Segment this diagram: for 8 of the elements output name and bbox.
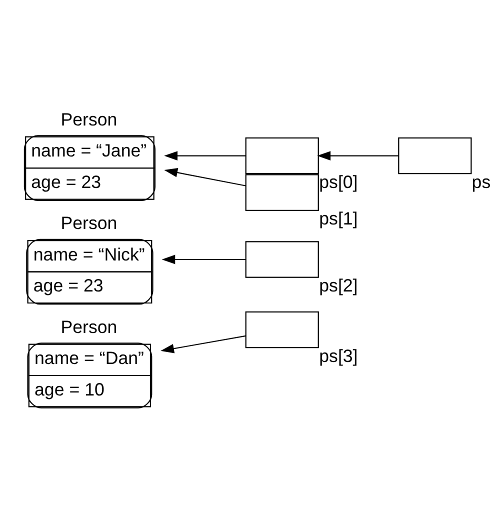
node-label: Person [60, 213, 118, 234]
node-label: ps[1] [319, 208, 358, 229]
node-label: ps[0] [319, 172, 358, 192]
node-label: ps[3] [319, 346, 358, 366]
node-label: Person [60, 316, 118, 337]
node-label: ps [472, 172, 491, 192]
node-label: ps[2] [319, 276, 358, 296]
node-label: Person [60, 109, 118, 130]
